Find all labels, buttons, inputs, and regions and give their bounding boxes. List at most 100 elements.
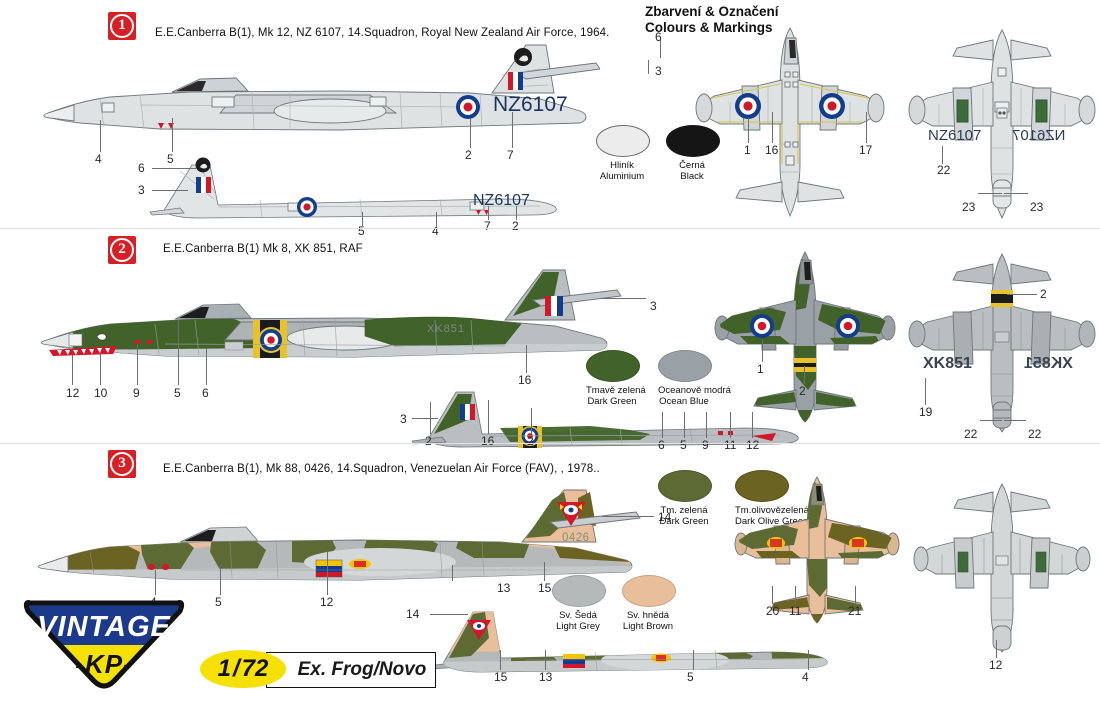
leader: [516, 206, 517, 220]
sheet-title-cs: Zbarvení & Označení: [645, 4, 779, 19]
leader: [660, 40, 661, 58]
leader: [500, 650, 501, 670]
leader: [488, 400, 489, 434]
scale-slash: /: [232, 655, 240, 682]
leader: [602, 516, 654, 517]
option-2-side-serial: XK851: [427, 323, 466, 335]
option-2-callout-5b: 5: [680, 438, 687, 452]
option-2-color-1-cs: Tmavě zelená: [586, 385, 646, 396]
option-2-callout-10: 10: [94, 386, 108, 400]
leader: [730, 412, 731, 438]
option-1-callout-3: 3: [655, 64, 662, 78]
leader: [808, 650, 809, 670]
option-3-color-4-en: Light Brown: [622, 621, 674, 632]
option-1-plan-serial-left: NZ6107: [928, 127, 982, 144]
option-3-plan-bottom: [913, 483, 1091, 653]
option-1-side-profile: [43, 44, 600, 131]
option-1-color-2: Černá Black: [666, 125, 720, 182]
leader: [470, 118, 471, 148]
leader: [772, 112, 773, 143]
swatch-dark-olive-green: [735, 470, 789, 502]
option-2-plan-callout-22b: 22: [1028, 427, 1042, 441]
option-1-callout-7b: 7: [484, 219, 491, 233]
kp-logo-vintage-text: VINTAGE: [37, 611, 171, 643]
option-3-callout-15b: 15: [494, 670, 508, 684]
swatch-light-grey: [552, 575, 606, 607]
option-3-color-1-en: Dark Green: [659, 516, 709, 527]
leader: [100, 120, 101, 152]
option-2-callout-5: 5: [174, 386, 181, 400]
option-2-callout-2b: 2: [425, 434, 432, 448]
scale-label: 1 / 72: [200, 650, 286, 688]
leader: [996, 640, 997, 658]
leader: [436, 212, 437, 226]
option-3-color-4: Sv. hnědá Light Brown: [622, 575, 676, 632]
scale-denominator: 72: [241, 655, 269, 682]
option-2-plan-callout-1: 1: [757, 362, 764, 376]
leader: [220, 565, 221, 595]
option-badge-2: 2: [108, 236, 136, 264]
origin-text: Ex. Frog/Novo: [297, 659, 427, 680]
option-3-callout-12: 12: [320, 595, 334, 609]
option-3-callout-13b: 13: [539, 670, 553, 684]
option-1-color-1: Hliník Aluminium: [596, 125, 650, 182]
sheet-title: Zbarvení & Označení Colours & Markings: [645, 4, 779, 36]
leader: [412, 418, 438, 419]
option-3-callout-15: 15: [538, 581, 552, 595]
option-1-callout-4b: 4: [432, 224, 439, 238]
leader: [866, 112, 867, 143]
option-2-color-2-en: Ocean Blue: [659, 396, 709, 407]
leader: [978, 193, 1002, 194]
leader: [684, 412, 685, 438]
leader: [980, 420, 1002, 421]
option-2-color-2-cs: Oceanově modrá: [658, 385, 731, 396]
option-3-callout-14b: 14: [406, 607, 420, 621]
option-1-plan-callout-17: 17: [859, 143, 873, 157]
divider-2: [0, 443, 1100, 444]
leader: [662, 412, 663, 438]
leader: [855, 586, 856, 604]
option-2-callout-16: 16: [518, 373, 532, 387]
leader: [648, 60, 649, 74]
option-2-callout-11: 11: [724, 438, 737, 452]
option-2-side-profile: [40, 269, 622, 358]
option-3-plan-callout-20: 20: [766, 604, 780, 618]
option-2-callout-6: 6: [202, 386, 209, 400]
option-2-caption: E.E.Canberra B(1) Mk 8, XK 851, RAF: [163, 243, 363, 255]
sheet-title-en: Colours & Markings: [645, 20, 773, 35]
option-3-color-2-en: Dark Olive Green: [735, 516, 809, 527]
option-2-callout-3b: 3: [400, 412, 407, 426]
option-1-color-1-en: Aluminium: [599, 171, 645, 182]
leader: [544, 562, 545, 581]
leader: [545, 650, 546, 670]
leader: [526, 345, 527, 373]
leader: [100, 352, 101, 385]
leader: [795, 586, 796, 604]
option-3-callout-14: 14: [658, 510, 672, 524]
option-1-plan-callout-23b: 23: [1030, 200, 1044, 214]
option-3-plan-callout-12: 12: [989, 658, 1003, 672]
option-3-color-1: Tm. zelená Dark Green: [658, 470, 712, 527]
leader: [693, 650, 694, 670]
leader: [430, 614, 468, 615]
option-2-plan-callout-2b: 2: [1040, 287, 1047, 301]
leader: [172, 118, 173, 152]
leader: [155, 570, 156, 595]
option-1-caption: E.E.Canberra B(1), Mk 12, NZ 6107, 14.Sq…: [155, 27, 610, 39]
option-3-callout-5: 5: [215, 595, 222, 609]
option-2-callout-9b: 9: [702, 438, 709, 452]
option-1-plan-callout-23a: 23: [962, 200, 976, 214]
option-1-plan-callout-16: 16: [765, 143, 779, 157]
origin-box: Ex. Frog/Novo: [266, 652, 436, 688]
option-2-color-1: Tmavě zelená Dark Green: [586, 350, 646, 407]
leader: [452, 565, 453, 581]
option-2-plan-serial-right: XK851: [1024, 355, 1073, 372]
option-3-color-2-cs: Tm.olivovězelená: [735, 505, 809, 516]
option-1-color-2-en: Black: [680, 171, 704, 182]
kp-logo-kp-text: -KP-: [75, 649, 133, 679]
option-2-plan-serial-left: XK851: [923, 355, 972, 372]
leader: [706, 412, 707, 438]
option-3-caption: E.E.Canberra B(1), Mk 88, 0426, 14.Squad…: [163, 463, 600, 475]
option-2-callout-6b: 6: [658, 438, 665, 452]
